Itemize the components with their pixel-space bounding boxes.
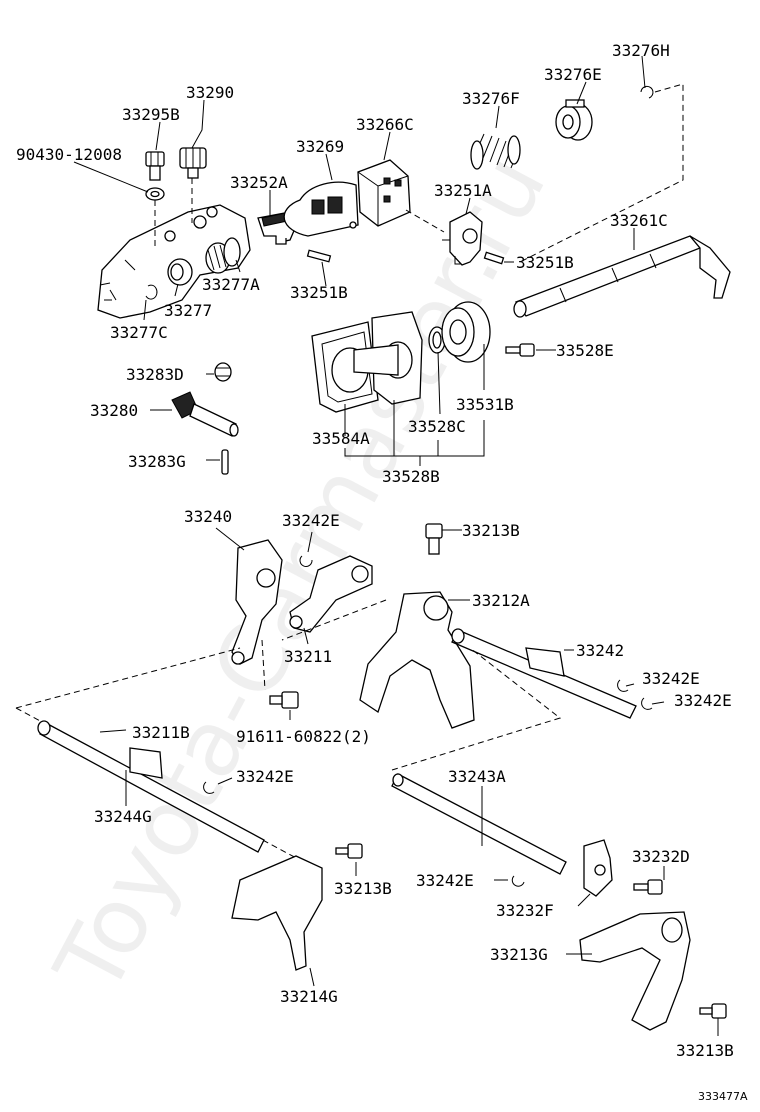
label-90430-12008: 90430-12008 <box>16 145 122 164</box>
housing-33528A <box>353 311 423 405</box>
label-33261C: 33261C <box>610 211 668 230</box>
plug-33277 <box>167 258 193 286</box>
label-33212A: 33212A <box>472 591 530 610</box>
label-33269: 33269 <box>296 137 344 156</box>
label-33244G: 33244G <box>94 807 152 826</box>
plug-33283D <box>214 362 232 382</box>
label-33240: 33240 <box>184 507 232 526</box>
head-33251A <box>442 211 483 266</box>
label-33528C: 33528C <box>408 417 466 436</box>
label-33242E-right1: 33242E <box>642 669 700 688</box>
label-33251B-right: 33251B <box>516 253 574 272</box>
shaft-33261C <box>513 235 731 318</box>
bolt-33528E <box>505 343 535 357</box>
label-33251A: 33251A <box>434 181 492 200</box>
label-33584A: 33584A <box>312 429 370 448</box>
label-33242E-right2: 33242E <box>674 691 732 710</box>
label-33266C: 33266C <box>356 115 414 134</box>
label-33277C: 33277C <box>110 323 168 342</box>
ring-33242E-right1 <box>617 679 629 692</box>
spring-33276F <box>470 133 521 170</box>
fork-33213G <box>579 911 691 1031</box>
label-33531B: 33531B <box>456 395 514 414</box>
label-33214G: 33214G <box>280 987 338 1006</box>
fork-33214G <box>231 855 323 971</box>
label-33232F: 33232F <box>496 901 554 920</box>
label-33213B-top: 33213B <box>462 521 520 540</box>
label-91611-60822: 91611-60822(2) <box>236 727 371 746</box>
label-33277A: 33277A <box>202 275 260 294</box>
plug-33295B <box>145 151 165 181</box>
label-33528E: 33528E <box>556 341 614 360</box>
label-33276F: 33276F <box>462 89 520 108</box>
label-33252A: 33252A <box>230 173 288 192</box>
seal-33531B <box>441 301 491 363</box>
label-33276E: 33276E <box>544 65 602 84</box>
label-33280: 33280 <box>90 401 138 420</box>
pin-33251B <box>483 251 505 265</box>
label-33213G: 33213G <box>490 945 548 964</box>
label-33213B-mid: 33213B <box>334 879 392 898</box>
fork-33212A <box>359 591 475 729</box>
ring-33242E-right2 <box>641 697 653 710</box>
ring-33242E-upper <box>299 555 313 567</box>
block-33266C <box>357 159 411 227</box>
bolt-33213B-upper <box>425 523 443 555</box>
label-33277: 33277 <box>164 301 212 320</box>
label-33232D: 33232D <box>632 847 690 866</box>
ring-33277C <box>145 284 158 300</box>
label-33211B: 33211B <box>132 723 190 742</box>
label-33251B-left: 33251B <box>290 283 348 302</box>
shaft-33280 <box>171 391 239 437</box>
label-33243A: 33243A <box>448 767 506 786</box>
ring-33242E-low <box>511 875 525 887</box>
spring-33277A <box>205 237 241 274</box>
catalog-code: 333477A <box>698 1090 748 1103</box>
label-33213B-bottom: 33213B <box>676 1041 734 1060</box>
bushing-33276E <box>555 99 593 141</box>
label-33242: 33242 <box>576 641 624 660</box>
ring-33242E-mid <box>203 781 215 794</box>
label-33211: 33211 <box>284 647 332 666</box>
shaft-33244G <box>37 720 265 853</box>
plate-33269 <box>283 181 359 237</box>
bolt-33213B-mid <box>335 843 363 859</box>
lever-33211 <box>289 555 373 633</box>
label-33283D: 33283D <box>126 365 184 384</box>
plug-33290 <box>179 147 207 179</box>
label-33528B: 33528B <box>382 467 440 486</box>
gasket-33584A <box>311 321 379 413</box>
pin-33251B-left <box>306 249 332 263</box>
pin-33283G <box>221 449 229 475</box>
head-33232F <box>583 839 613 897</box>
shaft-33243A <box>391 773 567 875</box>
label-33290: 33290 <box>186 83 234 102</box>
shaft-33242 <box>451 628 637 719</box>
bolt-33232D <box>633 879 663 895</box>
label-33276H: 33276H <box>612 41 670 60</box>
bracket-33240 <box>231 539 283 665</box>
label-33295B: 33295B <box>122 105 180 124</box>
label-33242E-low: 33242E <box>416 871 474 890</box>
snap-ring-33276H <box>640 85 654 99</box>
label-33242E-mid: 33242E <box>236 767 294 786</box>
bolt-91611 <box>269 691 299 709</box>
bolt-33213B-lower <box>699 1003 727 1019</box>
leader-lines <box>73 55 719 1036</box>
label-33283G: 33283G <box>128 452 186 471</box>
label-33242E-top: 33242E <box>282 511 340 530</box>
